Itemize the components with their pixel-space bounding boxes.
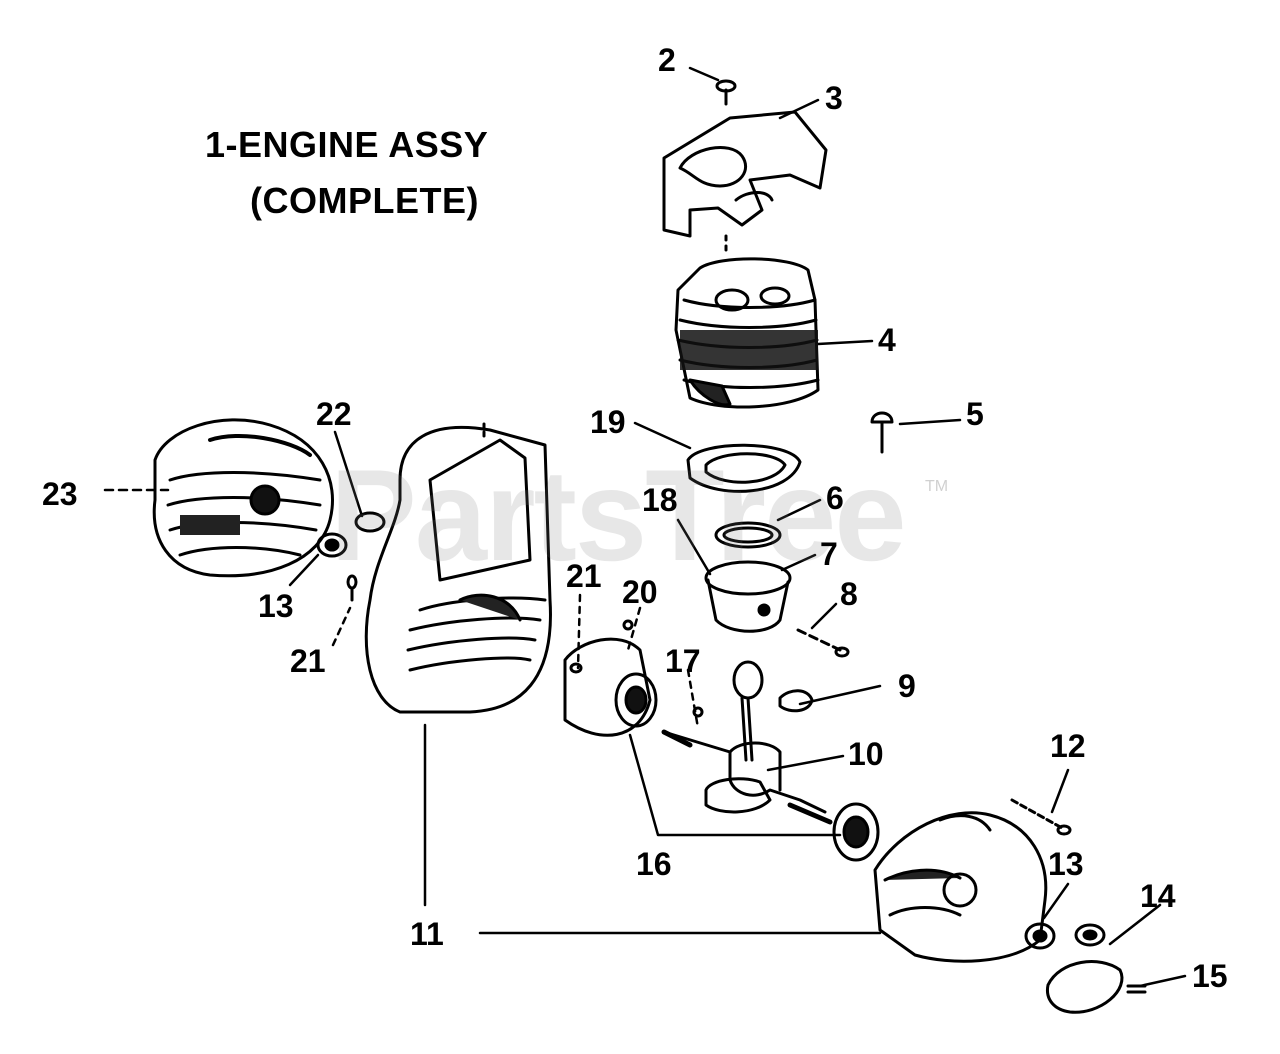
callout-22: 22: [316, 396, 352, 432]
callout-21-right: 21: [566, 558, 602, 594]
assembly-subtitle: (COMPLETE): [250, 180, 479, 221]
callout-9: 9: [898, 668, 916, 704]
callout-14: 14: [1140, 878, 1176, 914]
callout-18: 18: [642, 482, 678, 518]
part-13-oil-seal-left: [316, 532, 348, 558]
part-16-bearing-right: [832, 802, 880, 862]
callout-3: 3: [825, 80, 843, 116]
callout-19: 19: [590, 404, 626, 440]
callout-5: 5: [966, 396, 984, 432]
part-20-gasket-plate: [563, 619, 652, 737]
callout-12: 12: [1050, 728, 1086, 764]
part-7-piston: [704, 560, 792, 633]
part-4-cylinder: [674, 257, 820, 409]
connecting-rod: [732, 660, 764, 762]
part-21-pin-left: [346, 574, 358, 602]
callout-2: 2: [658, 42, 676, 78]
callout-6: 6: [826, 480, 844, 516]
callout-7: 7: [820, 536, 838, 572]
partstree-watermark: PartsTree: [330, 442, 907, 588]
callout-16: 16: [636, 846, 672, 882]
part-15-cover-screw: [1045, 960, 1147, 1014]
part-8-wrist-pin: [796, 628, 850, 658]
callout-13-right: 13: [1048, 846, 1084, 882]
part-9-needle-bearing: [778, 689, 814, 713]
part-5-bolt: [870, 411, 894, 454]
callout-17: 17: [665, 643, 701, 679]
callout-10: 10: [848, 736, 884, 772]
callout-20: 20: [622, 574, 658, 610]
trademark-symbol: TM: [925, 478, 949, 495]
assembly-title: 1-ENGINE ASSY: [205, 124, 489, 165]
part-22-spacer: [354, 511, 386, 533]
callout-11: 11: [410, 916, 444, 952]
part-17-key: [692, 706, 704, 718]
callout-15: 15: [1192, 958, 1228, 994]
part-10-crankshaft: [661, 729, 833, 825]
part-19-gasket: [686, 443, 802, 493]
part-12-bolt: [1010, 798, 1072, 836]
callout-4: 4: [878, 322, 896, 358]
part-21-pin-right: [569, 662, 583, 674]
part-16-bearing-left: [614, 672, 658, 728]
part-11-crankcase-right: [873, 811, 1048, 963]
part-2-screw: [715, 79, 737, 106]
part-23-flywheel-housing: [152, 418, 334, 578]
part-11-crankcase-left: [364, 422, 552, 714]
callout-13-left: 13: [258, 588, 294, 624]
part-14-nut: [1074, 923, 1106, 947]
part-6-piston-ring: [714, 521, 782, 549]
part-3-cylinder-cover: [662, 110, 828, 252]
callout-8: 8: [840, 576, 858, 612]
callout-23: 23: [42, 476, 78, 512]
callout-21-left: 21: [290, 643, 326, 679]
part-13-oil-seal-right: [1024, 922, 1056, 950]
